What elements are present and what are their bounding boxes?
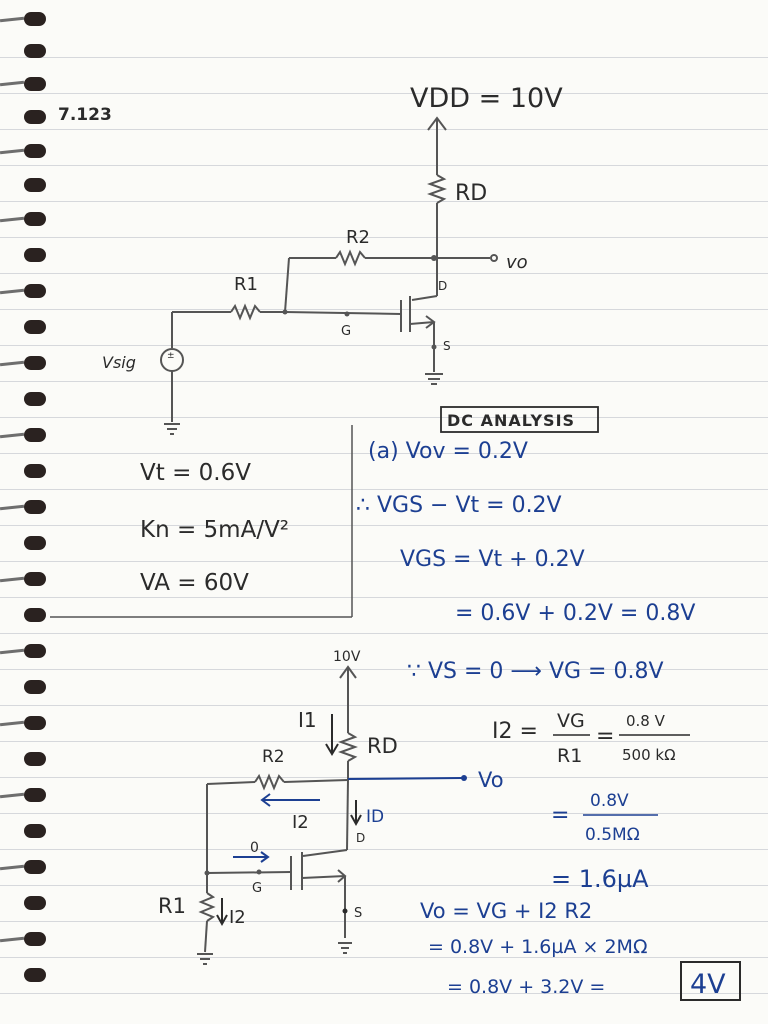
problem-number: 7.123 — [58, 105, 112, 125]
param-kn: Kn = 5mA/V² — [140, 517, 289, 543]
line-vov: (a) Vov = 0.2V — [368, 439, 528, 464]
c2-rd-label: RD — [367, 734, 398, 758]
c2-i2-label: I2 — [292, 812, 309, 833]
c2-drain-label: D — [356, 831, 365, 845]
parameters-box: Vt = 0.6V Kn = 5mA/V² VA = 60V — [50, 425, 353, 618]
i2-den-r1: R1 — [557, 745, 582, 767]
gate-label: G — [341, 324, 351, 339]
r1-label: R1 — [234, 274, 258, 295]
c2-gate-label: G — [252, 881, 262, 896]
vo-equation: Vo = VG + I2 R2 — [420, 899, 592, 923]
c2-i2b-label: I2 — [229, 907, 246, 928]
dc-analysis-header: DC ANALYSIS — [447, 411, 575, 430]
c2-supply-label: 10V — [333, 649, 361, 665]
c2-vo-label: Vo — [478, 768, 504, 792]
dc-analysis: DC ANALYSIS (a) Vov = 0.2V ∴ VGS − Vt = … — [356, 406, 741, 1001]
circuit-2: 10V RD I1 Vo R2 I2 ID — [158, 649, 504, 965]
vo-substitution: = 0.8V + 1.6µA × 2MΩ — [428, 936, 647, 958]
c2-i1-label: I1 — [298, 708, 317, 732]
vo-label: vo — [506, 252, 528, 273]
param-vt: Vt = 0.6V — [140, 460, 251, 486]
drain-label: D — [438, 279, 447, 293]
line-vgs-minus-vt: ∴ VGS − Vt = 0.2V — [356, 493, 562, 518]
line-vg: ∵ VS = 0 ⟶ VG = 0.8V — [407, 659, 664, 684]
i2-result: = 1.6µA — [551, 865, 649, 893]
i2-den-0.5M: 0.5MΩ — [585, 825, 640, 845]
c2-id-label: ID — [366, 807, 384, 827]
param-va: VA = 60V — [140, 570, 249, 596]
vo-final-answer: 4V — [690, 969, 726, 1000]
i2-equals: = — [596, 724, 614, 749]
line-vgs: VGS = Vt + 0.2V — [400, 547, 585, 572]
c2-source-label: S — [354, 906, 362, 921]
vdd-label: VDD = 10V — [410, 83, 563, 114]
vsig-label: Vsig — [102, 353, 136, 372]
i2-lhs: I2 = — [492, 719, 538, 744]
i2-num-vg: VG — [557, 710, 585, 732]
i2-den-value: 500 kΩ — [622, 746, 676, 764]
line-vgs-value: = 0.6V + 0.2V = 0.8V — [455, 601, 695, 626]
c2-r2-label: R2 — [262, 747, 285, 767]
rd-label: RD — [455, 181, 487, 206]
source-label: S — [443, 339, 451, 353]
c2-gate-current: 0 — [250, 840, 259, 856]
svg-text:±: ± — [167, 351, 175, 361]
vo-sum: = 0.8V + 3.2V = — [447, 976, 605, 998]
i2-num-value: 0.8 V — [626, 712, 666, 730]
circuit-1: VDD = 10V RD vo D R2 — [102, 83, 563, 435]
i2-num-0.8: 0.8V — [590, 791, 629, 811]
eq2-sign: = — [551, 803, 569, 828]
r2-label: R2 — [346, 227, 370, 248]
c2-r1-label: R1 — [158, 894, 186, 918]
